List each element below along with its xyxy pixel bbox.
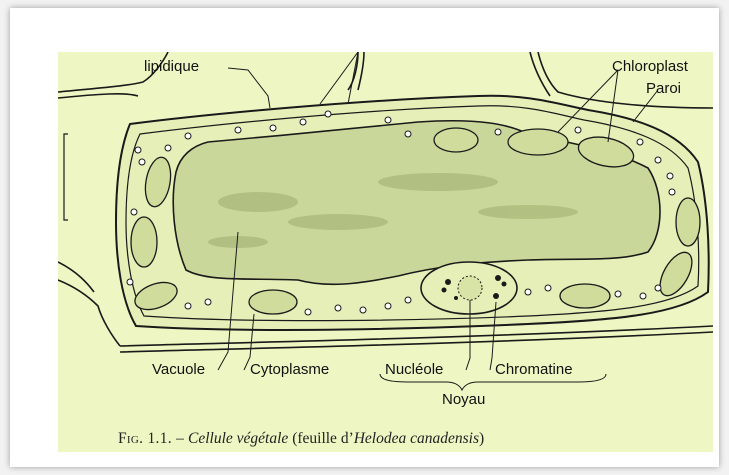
plant-cell-diagram — [58, 52, 713, 452]
label-noyau: Noyau — [442, 391, 485, 408]
figure-card: lipidique Chloroplast Paroi Vacuole Cyto… — [10, 8, 719, 467]
label-cytoplasme: Cytoplasme — [250, 361, 329, 378]
label-nucleole: Nucléole — [385, 361, 443, 378]
label-lipidique: lipidique — [144, 58, 199, 75]
caption-fig-number: Fig. 1.1. – — [118, 430, 184, 447]
caption-end: ) — [479, 430, 484, 447]
label-paroi: Paroi — [646, 80, 681, 97]
nucleolus — [458, 276, 482, 300]
label-chloroplast: Chloroplast — [612, 58, 688, 75]
figure-caption: Fig. 1.1. – Cellule végétale (feuille d’… — [118, 430, 484, 448]
caption-title: Cellule végétale — [188, 430, 288, 447]
label-vacuole: Vacuole — [152, 361, 205, 378]
caption-middle: (feuille d’ — [292, 430, 354, 447]
cell-diagram-plate: lipidique Chloroplast Paroi Vacuole Cyto… — [58, 52, 713, 452]
caption-species: Helodea canadensis — [354, 430, 479, 447]
label-chromatine: Chromatine — [495, 361, 573, 378]
